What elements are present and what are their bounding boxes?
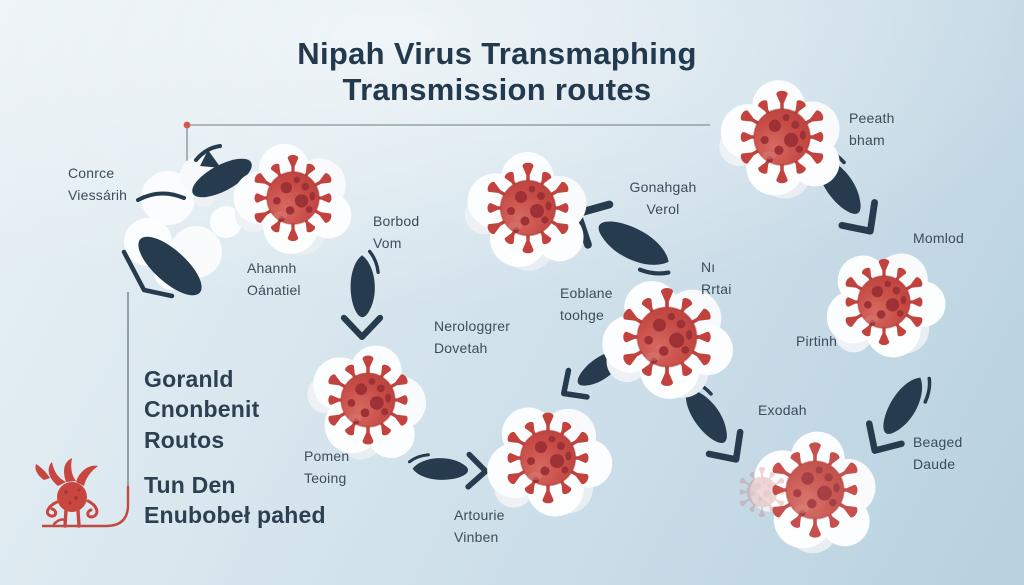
- label-borbod: Borbod Vom: [373, 213, 420, 251]
- page-title: Nipah Virus Transmaphing Transmission ro…: [0, 36, 994, 108]
- red-marker-dot: [183, 121, 191, 129]
- label-momlod: Momlod: [913, 230, 964, 246]
- bat-icon: [121, 144, 252, 299]
- label-beaged: Beaged Daude: [913, 434, 963, 472]
- frame-lines: [42, 121, 710, 528]
- label-ahannh: Ahannh Oánatiel: [247, 260, 301, 298]
- label-peeath: Peeath bham: [849, 110, 895, 148]
- label-eoblane: Eoblane toohge: [560, 285, 613, 323]
- label-pomen: Pomen Teoing: [304, 448, 350, 486]
- arrow-icon: [409, 452, 487, 487]
- label-ni-rrtai: Nı Rrtai: [701, 259, 732, 297]
- label-exodah: Exodah: [758, 402, 807, 418]
- label-pirtinh: Pirtinh: [796, 333, 838, 349]
- label-goranld-routes: Goranld Cnonbenit Routos: [144, 366, 260, 453]
- red-corner-line: [42, 486, 130, 528]
- title-line2: Transmission routes: [342, 71, 652, 107]
- label-nerologgrer: Nerologgrer Dovetah: [434, 318, 511, 356]
- label-gonahgah: Gonahgah Verol: [629, 179, 697, 217]
- title-line1: Nipah Virus Transmaphing: [297, 36, 697, 71]
- label-tun-den: Tun Den Enubobeł pahed: [144, 472, 326, 529]
- cloud-icon: [124, 156, 242, 290]
- label-conrce: Conrce Viessárih: [68, 165, 128, 203]
- label-artourie: Artourie Vinben: [454, 507, 505, 545]
- arrow-icon: [344, 251, 380, 337]
- virus-doodle-icon: [35, 458, 99, 528]
